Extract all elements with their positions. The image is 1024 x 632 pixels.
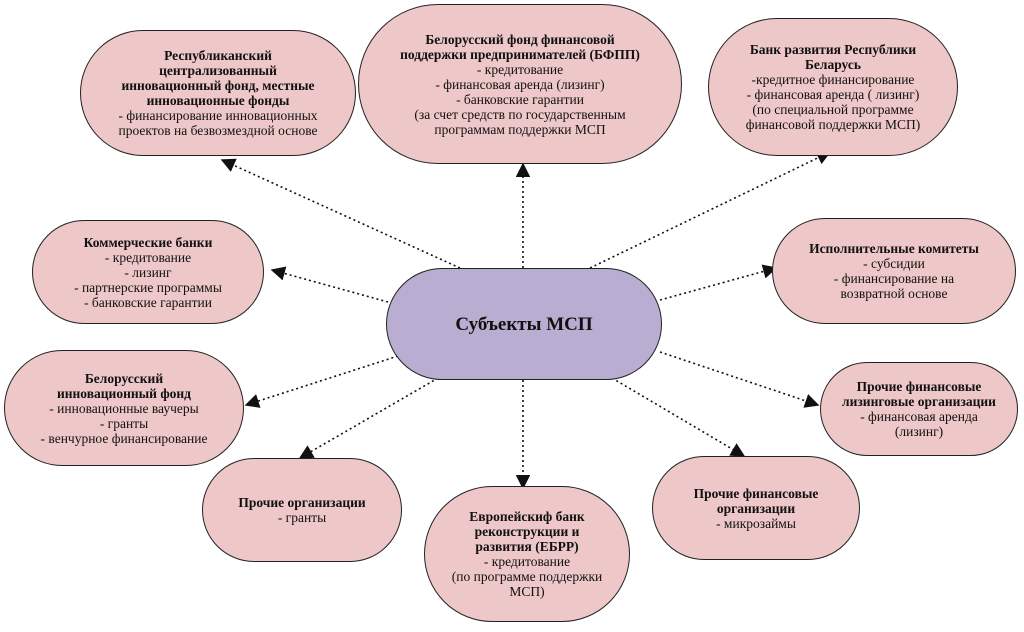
node-title-line: централизованный — [159, 63, 277, 78]
node-title-line: Европейскиф банк — [469, 509, 585, 524]
node-commercial: Коммерческие банки- кредитование- лизинг… — [32, 220, 264, 324]
node-title-line: Республиканский — [164, 48, 272, 63]
node-item-line: - микрозаймы — [716, 515, 796, 531]
node-item-line: (по специальной программе — [752, 102, 914, 117]
node-item-line: - кредитование — [476, 61, 564, 77]
node-title-line: Банк развития Республики — [749, 42, 917, 57]
node-title-line: реконструкции и — [474, 524, 580, 539]
node-title-line: Прочие организации — [238, 495, 366, 510]
arrow-to-other-org — [298, 377, 439, 459]
node-item-line: - гранты — [277, 510, 327, 525]
node-item-line: - гранты — [99, 415, 149, 431]
node-title-line: лизинговые организации — [842, 394, 996, 409]
center-label: Субъекты МСП — [455, 313, 593, 335]
node-item-line: - лизинг — [124, 264, 172, 280]
node-title-line: организации — [716, 500, 796, 516]
node-title-line: инновационный фонд, местные — [121, 78, 315, 93]
center-node: Субъекты МСП — [386, 268, 662, 380]
node-item-line: - банковские гарантии — [456, 91, 584, 107]
node-title-line: инновационный фонд — [56, 385, 192, 401]
node-title-line: Исполнительные комитеты — [809, 241, 979, 256]
node-item-line: -кредитное финансирование — [751, 72, 915, 87]
node-title-line: Коммерческие банки — [83, 234, 213, 250]
node-title-line: поддержки предпринимателей (БФПП) — [400, 46, 640, 62]
node-item-line: - финансовая аренда (лизинг) — [435, 76, 605, 92]
node-item-line: - венчурное финансирование — [40, 430, 208, 446]
node-item-line: - кредитование — [104, 249, 192, 265]
arrow-to-commercial — [270, 266, 389, 303]
node-item-line: МСП) — [509, 584, 545, 599]
node-title-line: Беларусь — [804, 57, 862, 72]
node-item-line: - финансирование на — [833, 271, 955, 286]
node-title-line: Белорусский — [84, 370, 164, 386]
node-item-line: (за счет средств по государственным — [414, 106, 626, 122]
node-item-line: - финансовая аренда ( лизинг) — [746, 87, 920, 102]
node-item-line: - кредитование — [483, 554, 571, 569]
node-item-line: - партнерские программы — [74, 279, 222, 295]
node-item-line: возвратной основе — [840, 286, 948, 301]
node-executive: Исполнительные комитеты- субсидии- финан… — [772, 218, 1016, 324]
node-title-line: Белорусский фонд финансовой — [425, 31, 615, 47]
node-item-line: программам поддержки МСП — [434, 121, 606, 137]
node-title-line: Прочие финансовые — [856, 379, 982, 394]
arrow-to-executive — [659, 264, 778, 301]
node-title-line: инновационные фонды — [146, 93, 290, 108]
node-item-line: - финансирование инновационных — [118, 108, 318, 123]
node-item-line: - инновационные ваучеры — [49, 400, 199, 416]
node-item-line: проектов на безвозмездной основе — [118, 123, 318, 138]
node-item-line: (лизинг) — [894, 424, 944, 439]
arrow-to-bif — [244, 355, 399, 408]
node-item-line: - банковские гарантии — [84, 294, 212, 310]
node-item-line: - финансовая аренда — [860, 409, 978, 424]
node-item-line: финансовой поддержки МСП) — [745, 117, 921, 132]
arrow-to-rif — [220, 158, 461, 269]
arrow-to-other-fin — [611, 377, 746, 457]
arrow-to-leasing — [659, 351, 820, 408]
node-item-line: - субсидии — [863, 256, 925, 271]
node-title-line: Прочие финансовые — [693, 485, 819, 501]
node-item-line: (по программе поддержки — [451, 569, 603, 584]
node-title-line: развития (ЕБРР) — [475, 539, 579, 554]
node-other-org: Прочие организации- гранты — [202, 458, 402, 562]
